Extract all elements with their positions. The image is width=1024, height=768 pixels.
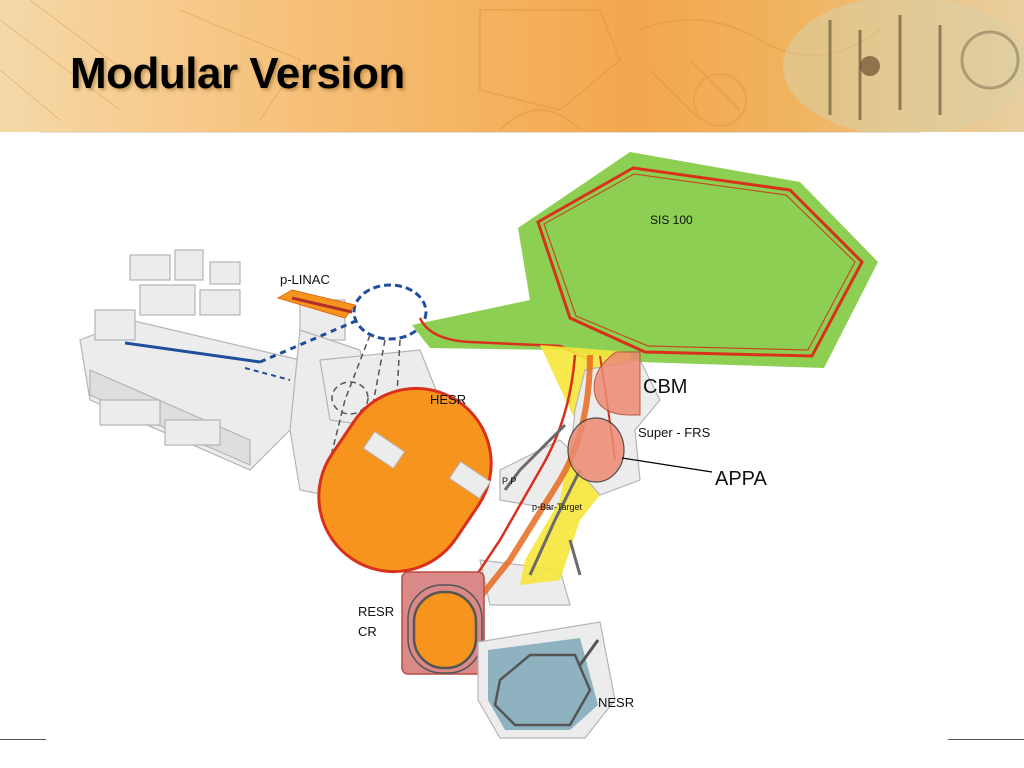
hesr-ring [317, 386, 493, 574]
header-divider [40, 132, 920, 133]
label-pbar-target: p-Bar-Target [532, 502, 583, 512]
label-cbm: CBM [643, 376, 687, 398]
plinac-beamline [291, 296, 353, 314]
label-cr: CR [358, 624, 377, 639]
sis100-ring [536, 166, 864, 358]
slide-title: Modular Version [70, 49, 405, 98]
cbm-highlight [593, 351, 641, 416]
footer-rule-left [0, 739, 46, 740]
label-appa: APPA [715, 468, 768, 490]
label-resr: RESR [358, 604, 394, 619]
header-banner: Modular Version [0, 0, 1024, 132]
gsi-beamline [124, 283, 428, 381]
nesr-ring [477, 621, 616, 739]
sis100-area [412, 152, 878, 368]
header-decoration [0, 0, 1024, 132]
resr-cr-ring [401, 571, 485, 675]
label-super-frs: Super - FRS [638, 425, 711, 440]
appa-highlight [567, 417, 625, 483]
label-plinac: p-LINAC [280, 272, 330, 287]
label-hesr: HESR [430, 392, 466, 407]
footer-rule-right [948, 739, 1024, 740]
label-nesr: NESR [598, 695, 634, 710]
sis100-ring-inner [543, 173, 856, 351]
label-pp: P P [502, 476, 516, 486]
sis18-to-sis100-beamline [418, 317, 591, 362]
label-sis100: SIS 100 [650, 213, 693, 227]
appa-pointer-line [621, 457, 713, 473]
